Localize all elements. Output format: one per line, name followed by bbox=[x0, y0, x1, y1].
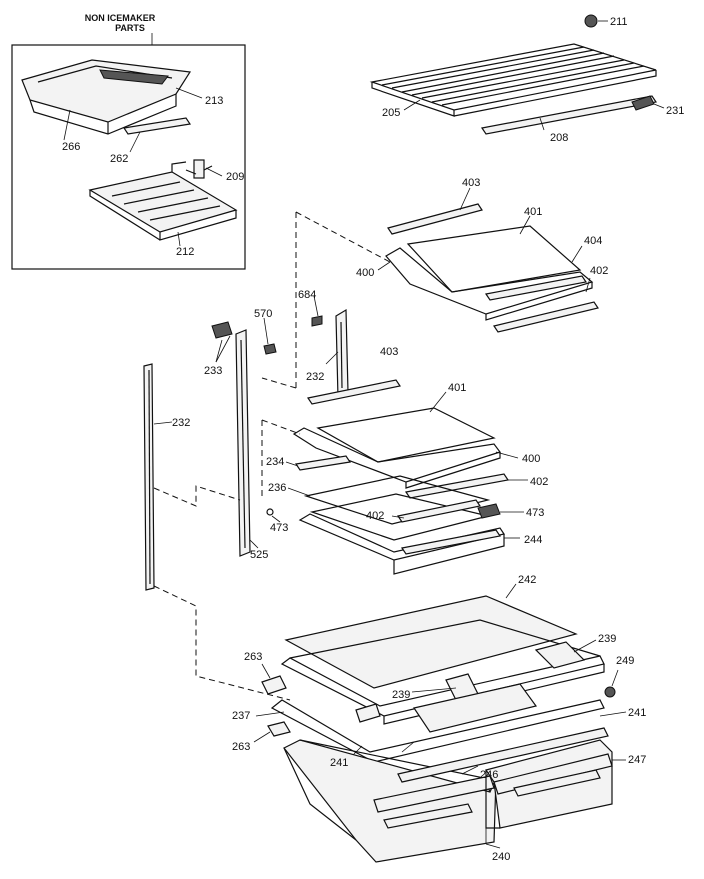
callout-211: 211 bbox=[610, 16, 628, 28]
callout-249: 249 bbox=[616, 655, 634, 667]
callout-403-middle: 403 bbox=[380, 346, 398, 358]
inset-non-icemaker: NON ICEMAKER PARTS bbox=[11, 13, 246, 270]
middle-shelf-assembly bbox=[292, 379, 510, 575]
callout-684: 684 bbox=[298, 289, 316, 301]
callout-401-middle: 401 bbox=[448, 382, 466, 394]
callout-262: 262 bbox=[110, 153, 128, 165]
callout-247: 247 bbox=[628, 754, 646, 766]
callout-525: 525 bbox=[250, 549, 268, 561]
callout-400-upper: 400 bbox=[356, 267, 374, 279]
callout-234: 234 bbox=[266, 456, 284, 468]
callout-241-right: 241 bbox=[628, 707, 646, 719]
crisper-cover-glass bbox=[284, 595, 578, 689]
callout-241-left: 241 bbox=[330, 757, 348, 769]
callout-232-upper: 232 bbox=[306, 371, 324, 383]
callout-213: 213 bbox=[205, 95, 223, 107]
long-rail-part bbox=[143, 363, 155, 591]
callout-402-lower: 402 bbox=[366, 510, 384, 522]
callout-212: 212 bbox=[176, 246, 194, 258]
callout-209: 209 bbox=[226, 171, 244, 183]
callout-240: 240 bbox=[492, 851, 510, 863]
callout-205: 205 bbox=[382, 107, 400, 119]
callout-402-middle: 402 bbox=[530, 476, 548, 488]
callout-400-middle: 400 bbox=[522, 453, 540, 465]
upper-shelf-assembly bbox=[385, 203, 599, 333]
callout-232-long: 232 bbox=[172, 417, 190, 429]
callout-473-right: 473 bbox=[526, 507, 544, 519]
callout-401-upper: 401 bbox=[524, 206, 542, 218]
callout-labels: 211 205 208 231 213 266 262 209 212 403 … bbox=[62, 16, 684, 863]
callout-246: 246 bbox=[480, 769, 498, 781]
callout-404: 404 bbox=[584, 235, 602, 247]
callout-244: 244 bbox=[524, 534, 542, 546]
callout-263-upper: 263 bbox=[244, 651, 262, 663]
callout-208: 208 bbox=[550, 132, 568, 144]
inset-frame bbox=[11, 44, 246, 270]
inset-title-line1: NON ICEMAKER bbox=[85, 13, 156, 23]
ice-bucket-strip-part bbox=[122, 117, 192, 135]
guide-line-rear bbox=[261, 377, 297, 389]
wire-shelf-part bbox=[369, 14, 658, 135]
crisper-drawer-left bbox=[283, 739, 497, 863]
callout-231: 231 bbox=[666, 105, 684, 117]
crisper-rails bbox=[397, 727, 609, 783]
callout-236: 236 bbox=[268, 482, 286, 494]
shelf-ladder-part bbox=[311, 308, 349, 400]
ice-bucket-part bbox=[21, 59, 192, 135]
callout-237: 237 bbox=[232, 710, 250, 722]
callout-403-upper: 403 bbox=[462, 177, 480, 189]
callout-233: 233 bbox=[204, 365, 222, 377]
callout-402-upper: 402 bbox=[590, 265, 608, 277]
callout-239-center: 239 bbox=[392, 689, 410, 701]
callout-242: 242 bbox=[518, 574, 536, 586]
guide-line-upper bbox=[295, 211, 391, 263]
ice-tray-support-part bbox=[88, 161, 238, 241]
callout-263-lower: 263 bbox=[232, 741, 250, 753]
callout-570: 570 bbox=[254, 308, 272, 320]
crisper-cover-frame bbox=[261, 619, 616, 763]
callout-473-left: 473 bbox=[270, 522, 288, 534]
crisper-drawer-right bbox=[485, 739, 613, 829]
callout-239-right: 239 bbox=[598, 633, 616, 645]
bracket-part bbox=[185, 159, 213, 179]
front-ladder-part bbox=[211, 321, 277, 557]
callout-266: 266 bbox=[62, 141, 80, 153]
inset-title-line2: PARTS bbox=[115, 23, 145, 33]
